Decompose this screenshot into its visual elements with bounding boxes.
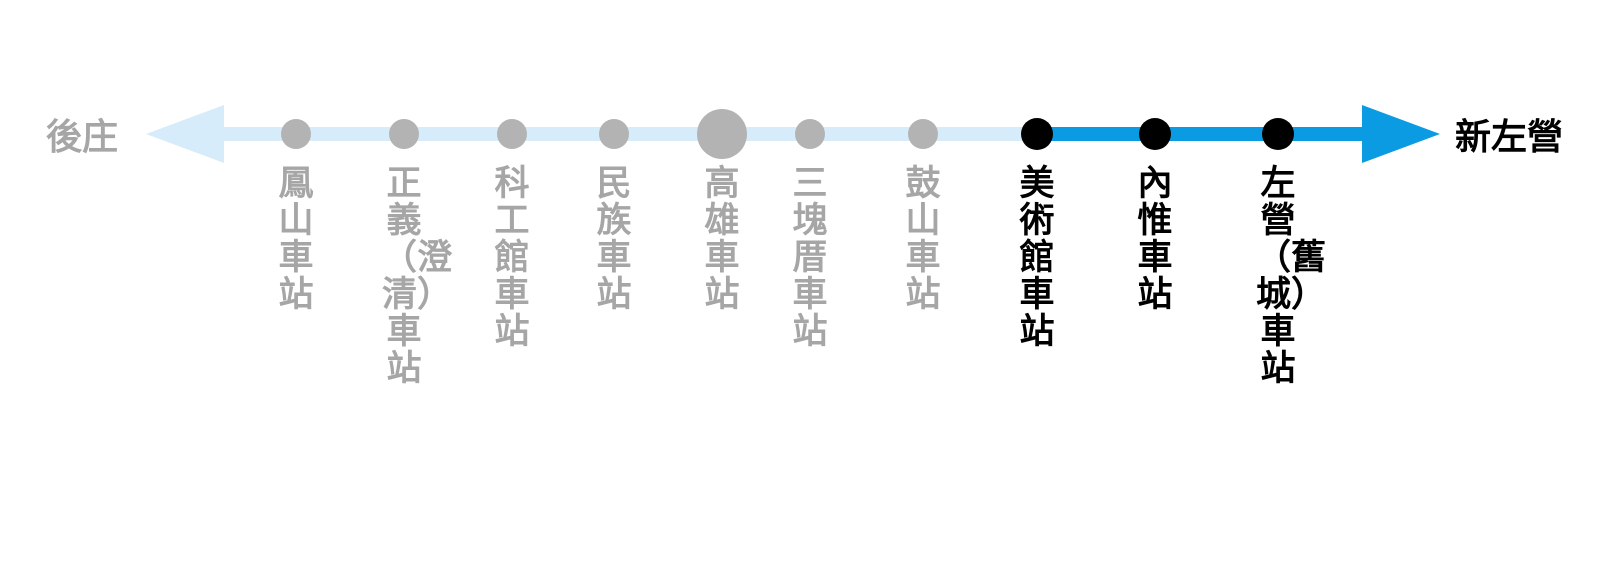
right-terminus-label: 新左營 (1455, 117, 1564, 158)
station-dot-3 (497, 119, 527, 149)
station-dot-10 (1262, 118, 1294, 150)
station-label-9: 內惟車站 (1137, 164, 1173, 315)
station-dots (281, 109, 1294, 159)
station-dot-5 (697, 109, 747, 159)
station-label-1: 鳳山車站 (278, 164, 314, 315)
left-terminus-label: 後庄 (46, 117, 119, 158)
station-label-4: 民族車站 (596, 164, 632, 315)
station-label-5: 高雄車站 (704, 164, 740, 315)
station-dot-8 (1021, 118, 1053, 150)
right-direction-arrow-icon (1362, 105, 1440, 163)
left-direction-arrow-icon (146, 105, 224, 163)
station-dot-7 (908, 119, 938, 149)
active-route-segment (1037, 127, 1370, 141)
station-dot-4 (599, 119, 629, 149)
station-label-2: 正義（澄清）車站 (382, 164, 453, 389)
station-label-8: 美術館車站 (1019, 164, 1055, 352)
station-dot-2 (389, 119, 419, 149)
station-label-3: 科工館車站 (494, 164, 530, 352)
station-dot-1 (281, 119, 311, 149)
station-label-6: 三塊厝車站 (792, 164, 828, 352)
station-dot-6 (795, 119, 825, 149)
station-label-10: 左營（舊城）車站 (1256, 164, 1327, 389)
station-dot-9 (1139, 118, 1171, 150)
station-label-7: 鼓山車站 (905, 164, 941, 315)
